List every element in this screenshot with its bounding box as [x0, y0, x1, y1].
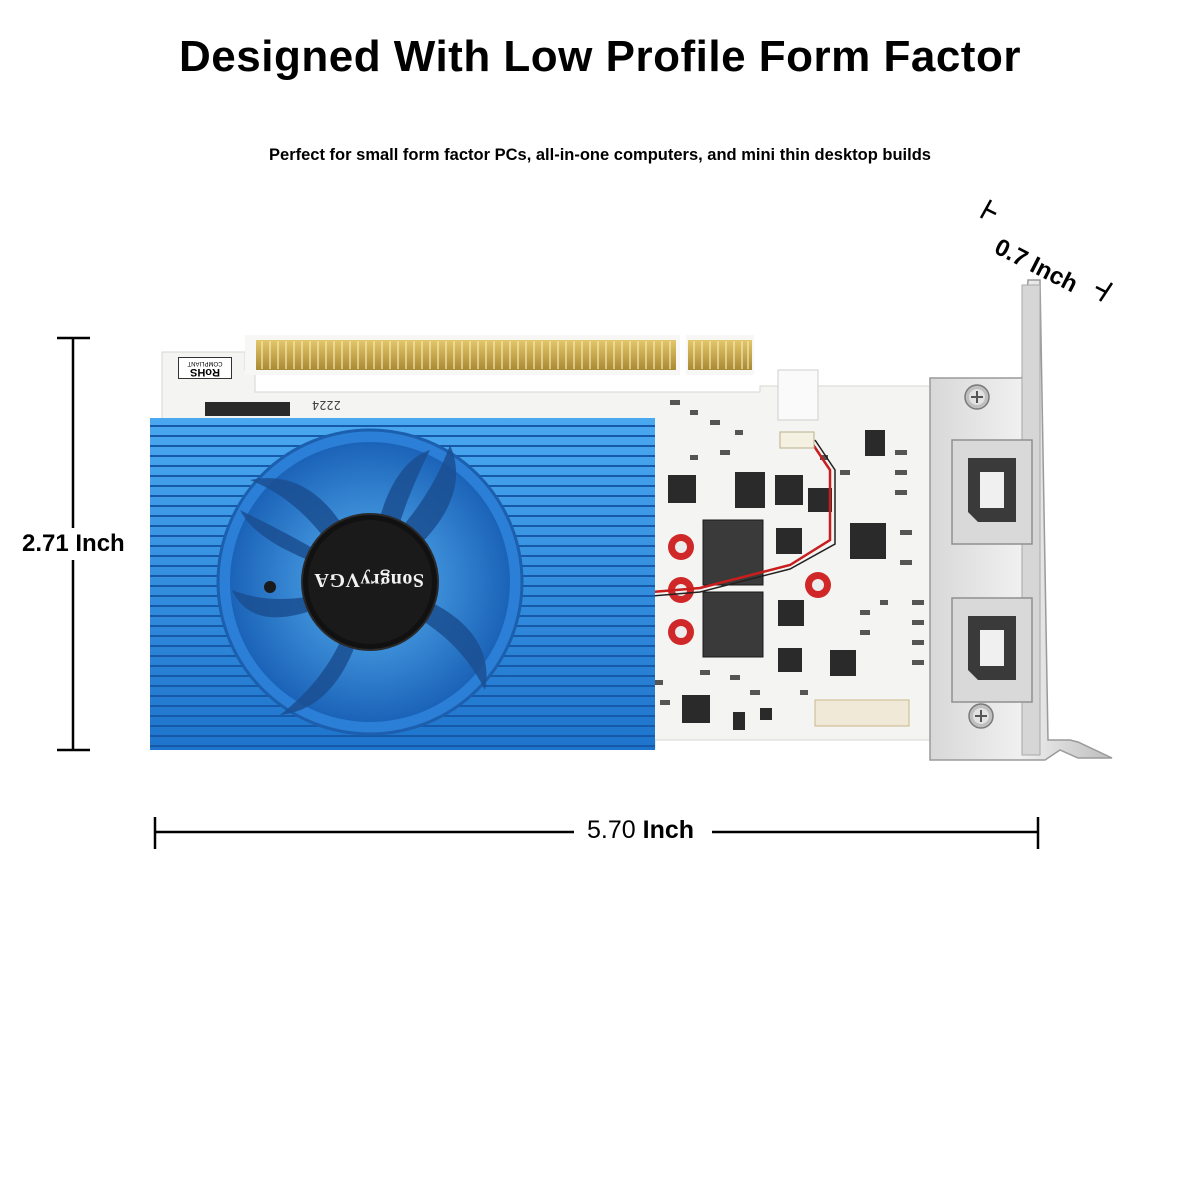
- width-dimension-line: [153, 817, 1040, 849]
- page-subtitle: Perfect for small form factor PCs, all-i…: [269, 146, 931, 164]
- pcb-components: [520, 369, 980, 730]
- page-title: Designed With Low Profile Form Factor: [179, 32, 1021, 81]
- rohs-title: RoHS: [190, 366, 220, 378]
- height-dimension-line: [57, 336, 90, 752]
- rohs-subtitle: COMPLIANT: [187, 360, 223, 366]
- cooling-fan: [216, 428, 524, 736]
- width-dimension-label: 5.70 Inch: [579, 816, 703, 845]
- height-dimension-label: 2.71 Inch: [22, 528, 125, 560]
- pcie-gold-fingers: [256, 340, 752, 370]
- depth-dimension-line: [979, 199, 1114, 302]
- board-code: 2224: [312, 398, 341, 412]
- width-value: 5.70: [587, 816, 636, 844]
- width-unit: Inch: [642, 816, 695, 844]
- fan-brand-label: SongryVGA: [313, 569, 425, 591]
- display-ports: [951, 439, 1033, 703]
- rohs-compliance-badge: RoHS COMPLIANT: [178, 357, 232, 379]
